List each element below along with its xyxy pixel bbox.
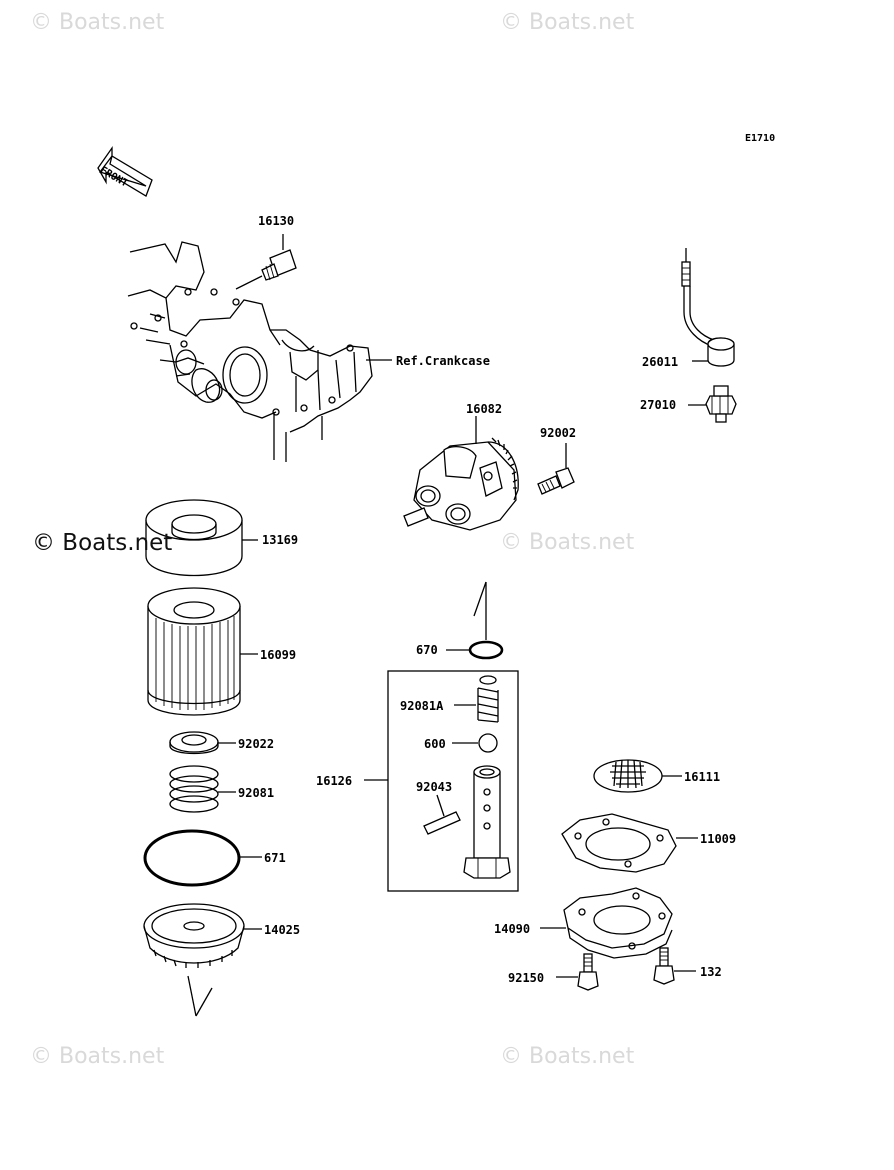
watermark: © Boats.net <box>30 10 165 35</box>
part-label-671: 671 <box>264 851 286 865</box>
part-label-16099: 16099 <box>260 648 297 662</box>
part-92022-washer <box>169 731 236 755</box>
part-671-o-ring <box>143 829 262 887</box>
part-label-16126: 16126 <box>316 774 353 788</box>
part-132-bolt <box>653 947 696 985</box>
part-26011-sensor <box>681 248 735 367</box>
watermark: © Boats.net <box>30 1044 165 1069</box>
part-label-16130: 16130 <box>258 214 295 228</box>
part-label-92150: 92150 <box>508 971 545 985</box>
part-600-ball <box>452 733 498 753</box>
part-16126-relief-valve-box <box>364 670 519 892</box>
part-label-16082: 16082 <box>466 402 503 416</box>
part-label-600: 600 <box>424 737 446 751</box>
part-16082-oil-pump <box>403 416 519 531</box>
watermark: © Boats.net <box>500 1044 635 1069</box>
part-label-92081a: 92081A <box>400 699 444 713</box>
part-27010-switch <box>688 385 737 423</box>
part-label-16111: 16111 <box>684 770 721 784</box>
part-label-14025: 14025 <box>264 923 301 937</box>
watermark: © Boats.net <box>500 530 635 555</box>
part-label-92022: 92022 <box>238 737 275 751</box>
part-92002-bolt <box>537 443 575 495</box>
crankcase-drawing <box>127 241 392 462</box>
part-16130-plug <box>235 234 297 290</box>
part-92043-pin <box>423 794 461 835</box>
part-label-27010: 27010 <box>640 398 677 412</box>
part-92081-spring <box>169 765 236 813</box>
part-14090-cover <box>540 887 673 959</box>
part-16111-screen <box>593 759 682 793</box>
part-92150-bolt <box>556 953 599 991</box>
diagram-code: E1710 <box>745 133 776 144</box>
part-11009-gasket <box>561 813 698 873</box>
part-label-13169: 13169 <box>262 533 299 547</box>
part-label-14090: 14090 <box>494 922 531 936</box>
watermark: © Boats.net <box>500 10 635 35</box>
part-92081a-spring <box>454 675 499 723</box>
part-label-92081: 92081 <box>238 786 275 800</box>
part-14025-cover <box>143 903 262 1017</box>
watermark-center: © Boats.net <box>32 530 173 556</box>
part-label-132: 132 <box>700 965 722 979</box>
part-16126-relief-valve <box>463 765 511 879</box>
part-label-11009: 11009 <box>700 832 737 846</box>
part-label-670: 670 <box>416 643 438 657</box>
front-arrow-icon <box>97 145 153 197</box>
part-label-92002: 92002 <box>540 426 577 440</box>
part-label-26011: 26011 <box>642 355 679 369</box>
part-16099-oil-filter <box>147 587 258 716</box>
part-13169-filter-cap <box>145 499 258 577</box>
part-670-o-ring <box>446 581 504 660</box>
part-label-92043: 92043 <box>416 780 453 794</box>
ref-crankcase-label: Ref.Crankcase <box>396 354 490 368</box>
